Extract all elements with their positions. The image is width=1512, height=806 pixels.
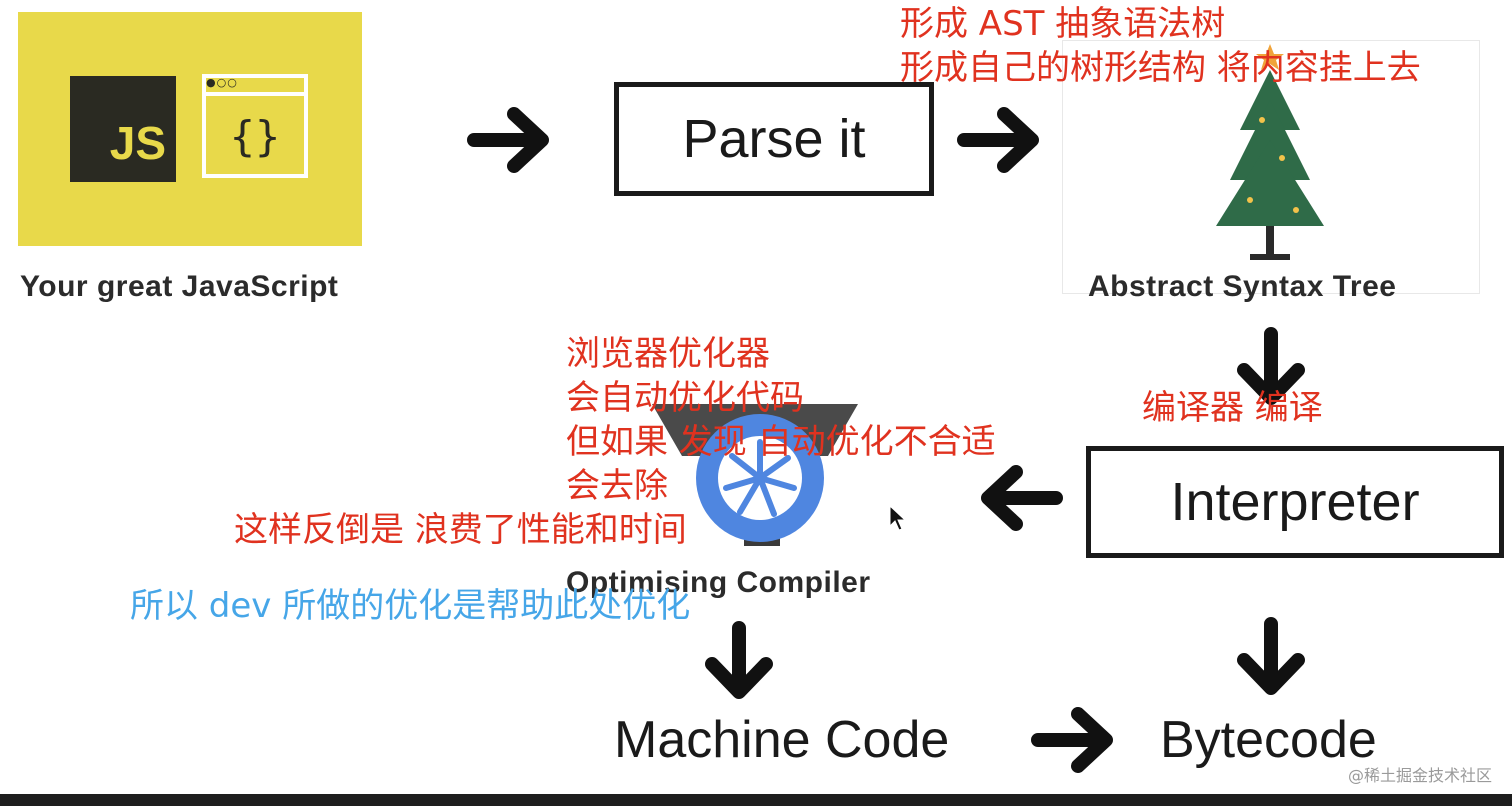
arrow-right-icon — [1031, 707, 1113, 773]
dev-annotation: 所以 dev 所做的优化是帮助此处优化 — [130, 586, 691, 626]
interpreter-step-box: Interpreter — [1086, 446, 1504, 558]
browser-note-line: 会自动优化代码 — [566, 378, 804, 418]
browser-note-line: 会去除 — [566, 466, 668, 506]
ast-caption: Abstract Syntax Tree — [1088, 270, 1397, 303]
parse-step-box: Parse it — [614, 82, 934, 196]
ast-note-line: 形成自己的树形结构 将内容挂上去 — [900, 48, 1421, 88]
arrow-down-icon — [1237, 327, 1305, 405]
christmas-tree-icon — [1216, 44, 1324, 260]
arrow-down-icon — [1237, 617, 1305, 695]
browser-note-line: 浏览器优化器 — [566, 334, 770, 374]
arrow-down-icon — [705, 621, 773, 699]
waste-annotation: 这样反倒是 浪费了性能和时间 — [234, 510, 687, 550]
ast-panel — [1062, 40, 1480, 294]
js-logo-text: JS — [109, 117, 166, 169]
turbofan-icon — [652, 404, 858, 546]
compiler-annotation: 编译器 编译 — [1142, 388, 1323, 428]
arrow-left-icon — [981, 465, 1063, 531]
js-badge — [70, 76, 176, 182]
mouse-cursor-icon — [889, 504, 907, 531]
bottom-bar — [0, 794, 1512, 806]
ast-annotation: 形成 AST 抽象语法树 形成自己的树形结构 将内容挂上去 — [900, 2, 1421, 90]
braces-icon: {} — [229, 112, 281, 161]
window-dots: ●○○ — [206, 76, 238, 89]
browser-titlebar — [202, 92, 308, 96]
browser-window-icon — [202, 74, 308, 178]
arrow-right-icon — [957, 107, 1039, 173]
source-caption: Your great JavaScript — [20, 270, 339, 303]
bytecode-label: Bytecode — [1160, 711, 1377, 769]
arrow-right-icon — [467, 107, 549, 173]
optimizing-compiler-caption: Optimising Compiler — [566, 566, 871, 599]
ast-note-line: 形成 AST 抽象语法树 — [900, 4, 1226, 44]
browser-optimizer-annotation: 浏览器优化器 会自动优化代码 但如果 发现 自动优化不合适 会去除 — [566, 332, 996, 508]
machine-code-label: Machine Code — [614, 711, 950, 769]
watermark: @稀土掘金技术社区 — [1347, 766, 1492, 785]
browser-note-line: 但如果 发现 自动优化不合适 — [566, 422, 996, 462]
